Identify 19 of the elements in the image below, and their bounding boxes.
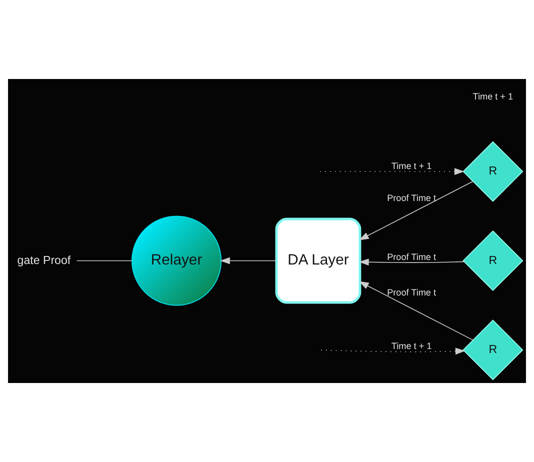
node-box: DA Layer [275, 218, 362, 304]
edge-label: Proof Time t [387, 193, 436, 204]
node-diamond: R [462, 320, 524, 380]
arrow [358, 181, 474, 240]
connector [76, 260, 132, 262]
edge-label: Proof Time t [387, 287, 436, 298]
node-diamond: R [462, 230, 524, 292]
arrow [358, 258, 465, 266]
node-text: gate Proof [17, 254, 71, 267]
arrow [220, 257, 277, 264]
edge-label: Time t + 1 [391, 340, 432, 351]
arrow [358, 281, 474, 340]
edge-label: Time t + 1 [391, 160, 432, 171]
edge-label: Proof Time t [387, 252, 436, 262]
label: Time t + 1 [472, 91, 514, 102]
node-circle: Relayer [132, 216, 222, 306]
arrow [318, 168, 464, 175]
node-diamond: R [462, 141, 524, 202]
arrow [318, 348, 466, 355]
